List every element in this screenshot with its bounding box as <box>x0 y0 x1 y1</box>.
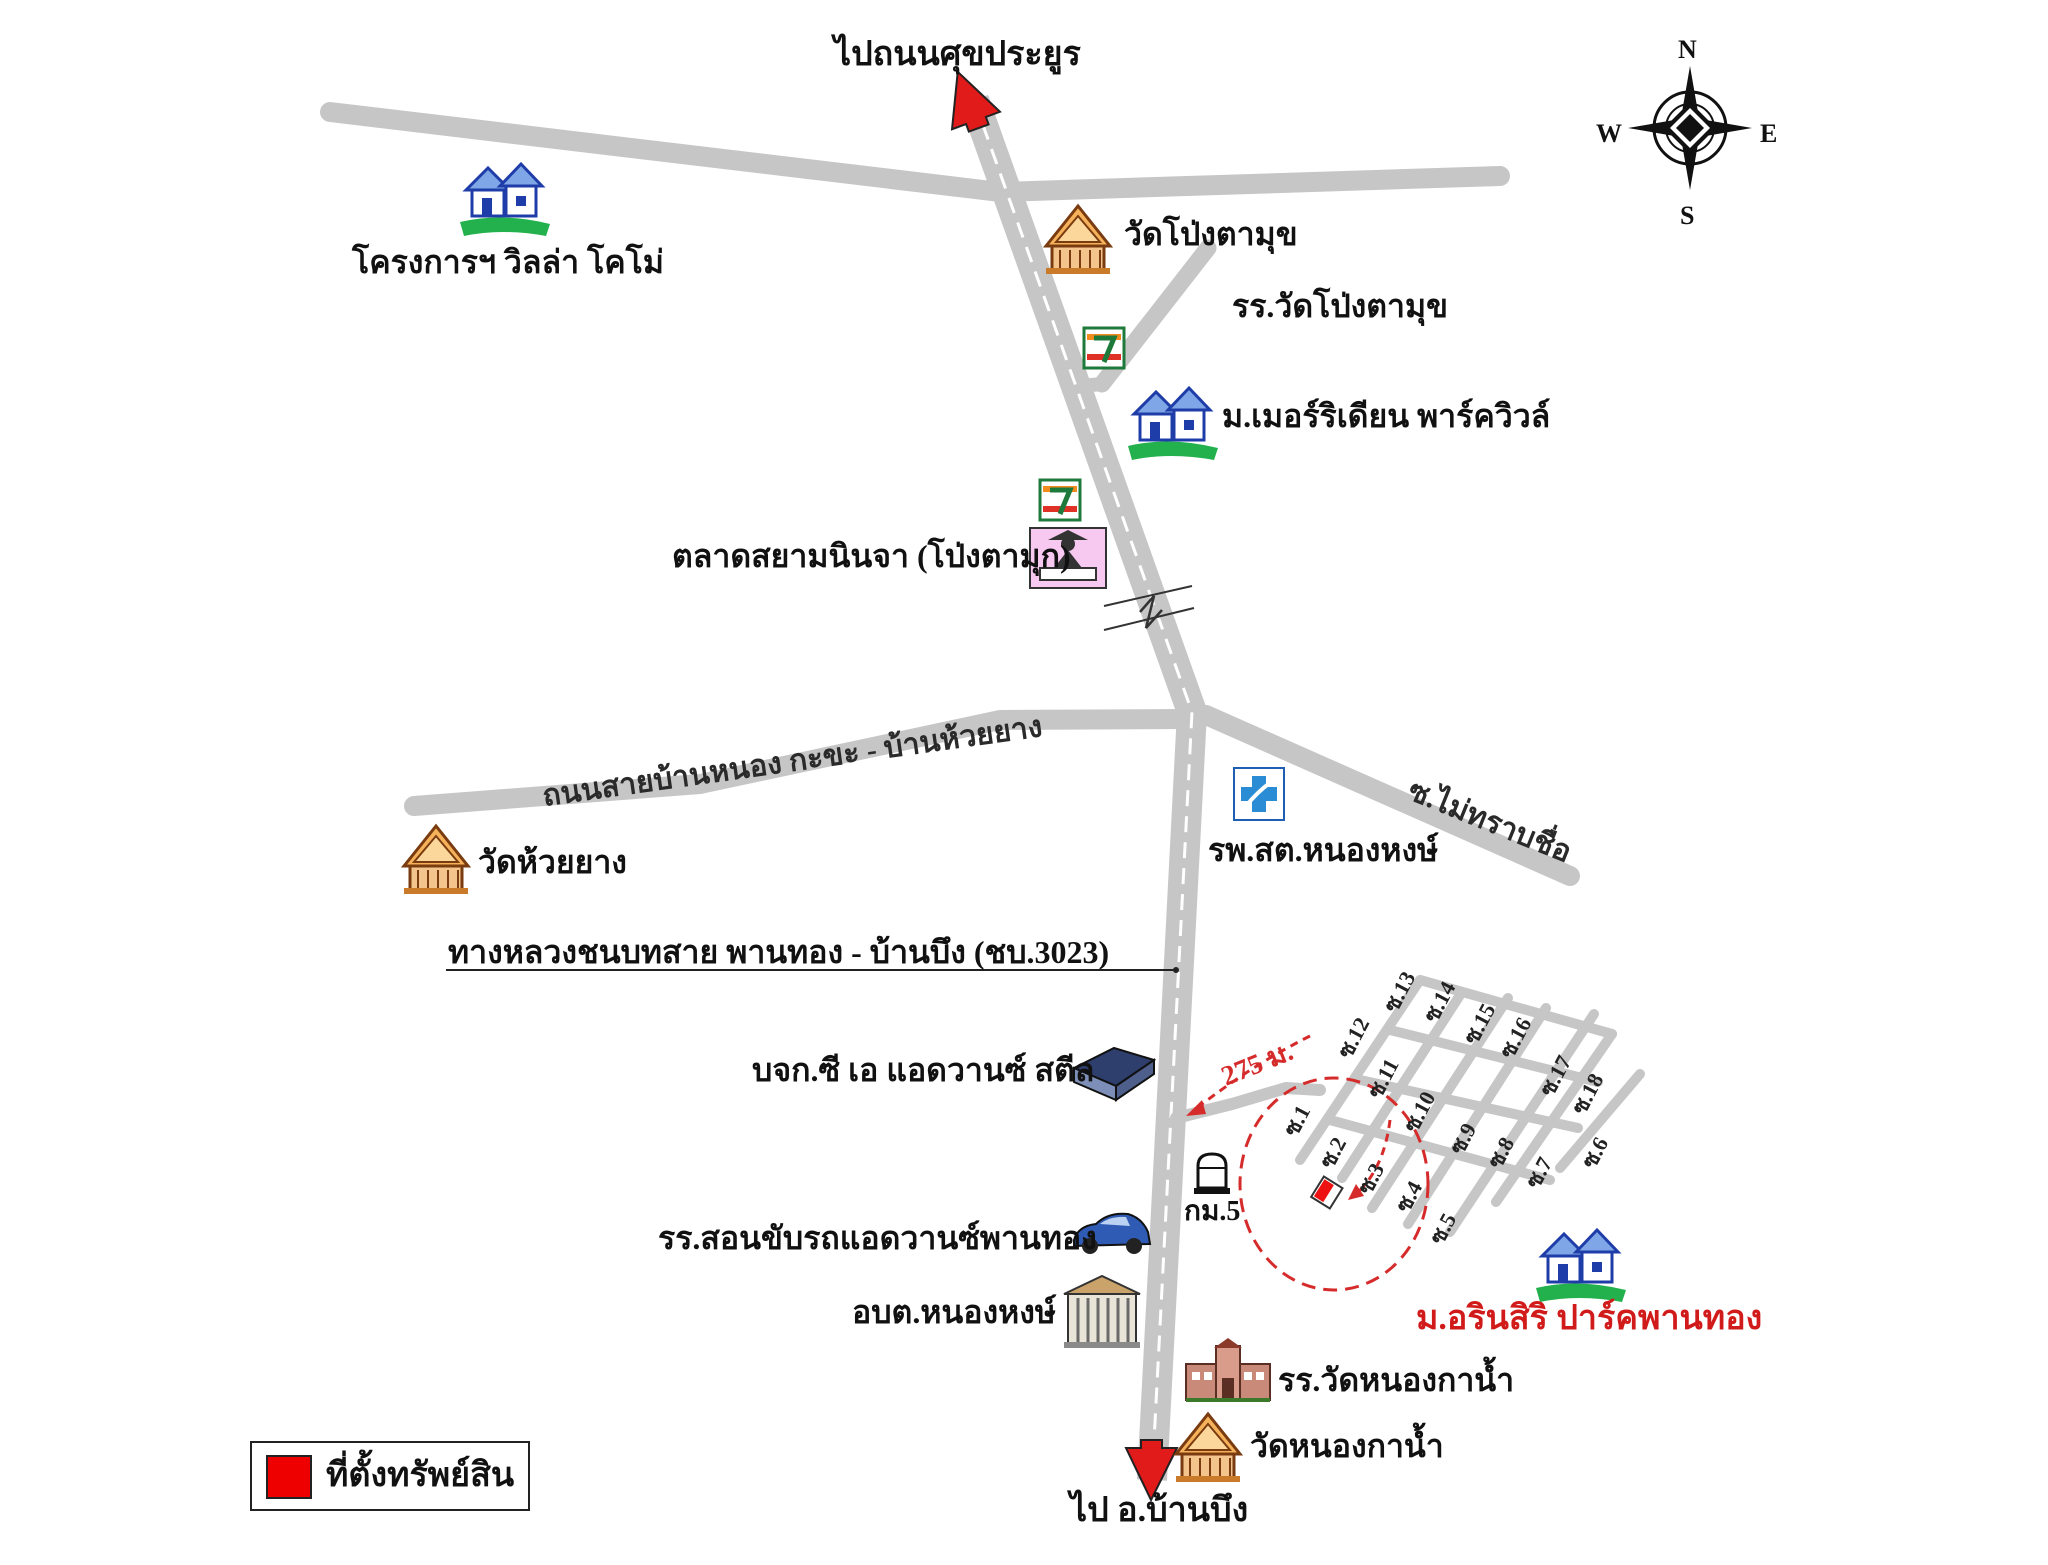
distance-arrow <box>1186 1034 1392 1200</box>
factory-icon <box>1071 1046 1157 1102</box>
house-icon <box>1536 1227 1626 1302</box>
road-break-symbol <box>1103 585 1195 631</box>
government-building-icon <box>1063 1274 1141 1348</box>
huai-yang-road <box>404 709 1190 816</box>
roads <box>320 94 1580 1481</box>
temple-icon <box>400 823 472 894</box>
health-center-icon <box>1233 767 1285 821</box>
meridian-label: ม.เมอร์ริเดียน พาร์ควิวล์ <box>1222 398 1551 434</box>
wat-nong-ka-nam-label: วัดหนองกาน้ำ <box>1250 1428 1444 1464</box>
compass-south-label: S <box>1680 201 1694 230</box>
wat-pong-ta-muk-label: วัดโป่งตามุข <box>1124 216 1298 252</box>
house-icon <box>460 161 550 236</box>
compass-west-label: W <box>1596 119 1622 148</box>
wat-huai-yang-label: วัดห้วยยาง <box>478 844 627 880</box>
km-marker-icon <box>1194 1152 1230 1194</box>
sao-office-label: อบต.หนองหงษ์ <box>852 1294 1056 1330</box>
health-center-label: รพ.สต.หนองหงษ์ <box>1208 832 1439 868</box>
legend-property-swatch <box>266 1455 312 1499</box>
compass-north-label: N <box>1678 35 1697 64</box>
convenience-store-icon <box>1038 478 1082 522</box>
villa-komo-label: โครงการฯ วิลล่า โคโม่ <box>352 244 664 280</box>
arrow-north <box>950 69 1002 133</box>
village-grid <box>1295 975 1645 1237</box>
school-icon <box>1185 1338 1271 1402</box>
soi-label: ซ.1 <box>1278 1101 1315 1140</box>
compass-east-label: E <box>1760 119 1777 148</box>
school-nong-ka-nam-label: รร.วัดหนองกาน้ำ <box>1278 1362 1515 1398</box>
direction-north-label: ไปถนนศุขประยูร <box>834 36 1081 73</box>
unnamed-soi-road <box>1196 705 1580 886</box>
km-marker-label: กม.5 <box>1184 1196 1241 1227</box>
market-icon <box>1029 527 1107 589</box>
direction-south-label: ไป อ.บ้านบึง <box>1070 1492 1249 1529</box>
market-label: ตลาดสยามนินจา (โป่งตามุก) <box>672 538 1071 574</box>
arrow-south <box>1124 1439 1179 1503</box>
legend-property-label: ที่ตั้งทรัพย์สิน <box>326 1457 515 1494</box>
arinsiri-label: ม.อรินสิริ ปาร์คพานทอง <box>1416 1300 1763 1337</box>
house-icon <box>1128 385 1218 460</box>
steel-company-label: บจก.ซี เอ แอดวานซ์ สตีล <box>752 1052 1095 1088</box>
temple-icon <box>1042 203 1114 274</box>
car-icon <box>1073 1212 1152 1254</box>
convenience-store-icon <box>1082 326 1126 370</box>
school-pong-ta-muk-label: รร.วัดโป่งตามุข <box>1232 288 1448 324</box>
property-marker <box>1309 1175 1344 1210</box>
huai-yang-road-label: ถนนสายบ้านหนอง กะขะ - บ้านห้วยยาง <box>540 710 1044 813</box>
driving-school-label: รร.สอนขับรถแอดวานซ์พานทอง <box>658 1220 1097 1256</box>
compass-rose <box>1628 66 1752 190</box>
radius-circle <box>1238 1076 1430 1292</box>
temple-icon <box>1172 1411 1244 1482</box>
highway-label: ทางหลวงชนบทสาย พานทอง - บ้านบึง (ชบ.3023… <box>448 934 1110 970</box>
map-legend: ที่ตั้งทรัพย์สิน <box>250 1441 530 1511</box>
main-highway-centerline <box>972 99 1194 1481</box>
